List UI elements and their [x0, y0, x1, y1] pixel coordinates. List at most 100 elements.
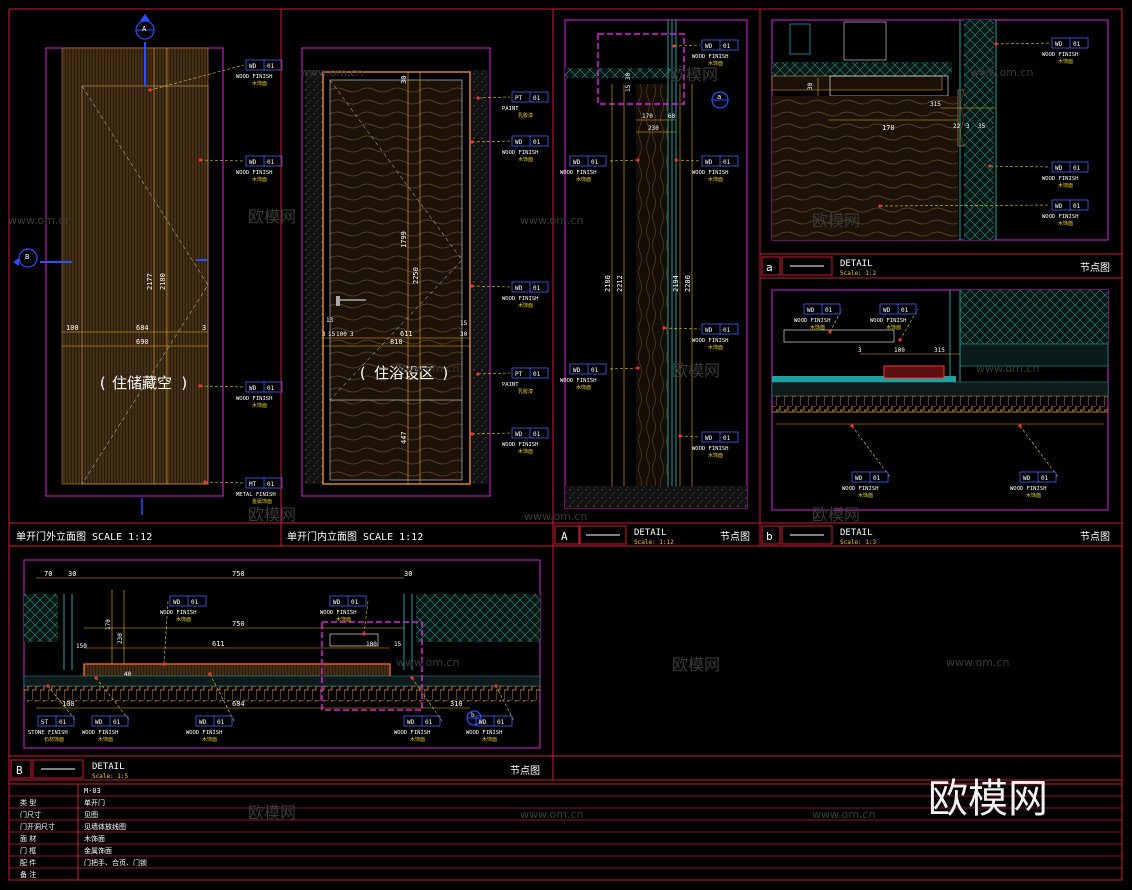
tag-code: WD	[479, 719, 487, 726]
tag-number: 01	[267, 63, 275, 70]
tag-leader-line	[163, 600, 169, 665]
tag-leader-dot-icon	[878, 204, 882, 208]
tag-finish-text: PAINT	[502, 382, 519, 388]
tag-leader-dot-icon	[988, 164, 992, 168]
watermark-url-10: www.om.cn	[520, 808, 583, 821]
detA-dim-170: 170	[642, 113, 653, 120]
tag-finish-cn: 木饰面	[252, 176, 267, 183]
tag-finish-cn: 木饰面	[410, 736, 425, 743]
section-marker-b-icon: B	[13, 248, 208, 268]
deta-dim-30: 30	[807, 82, 814, 90]
tag-leader-line	[363, 600, 369, 635]
tag-leader-line	[989, 165, 1051, 168]
tag-leader-line	[899, 308, 919, 341]
section-marker-b-label: B	[25, 253, 29, 261]
detail-a-scale: Scale: 1:2	[840, 270, 877, 277]
ext-dim-w-left: 100	[66, 324, 79, 332]
detail-B-panel: 70 30 750 30 170 230 750 611 100 15 150 …	[23, 559, 541, 749]
tag-finish-text: WOOD FINISH	[502, 296, 538, 302]
tag-leader-line	[204, 481, 245, 484]
tag-finish-text: WOOD FINISH	[82, 730, 118, 736]
tag-code: ST	[41, 719, 49, 726]
tag-finish-text: WOOD FINISH	[394, 730, 430, 736]
tag-leader-line	[663, 327, 701, 330]
deta-dim-315: 315	[930, 101, 941, 108]
int-dim-w-mid: 611	[400, 330, 413, 338]
detail-ref-a-icon: a	[711, 91, 729, 109]
tag-number: 01	[591, 367, 599, 374]
int-dim-w-left: 3	[322, 331, 326, 338]
tag-code: MT	[249, 481, 257, 488]
tag-number: 01	[267, 385, 275, 392]
deta-dim-35: 35	[978, 123, 986, 130]
tag-number: 01	[723, 435, 731, 442]
section-marker-a-icon: A	[135, 14, 155, 86]
detail-B-title: DETAIL	[92, 762, 125, 772]
tag-number: 01	[59, 719, 67, 726]
tag-finish-cn: 木饰面	[858, 492, 873, 499]
spec-row-value: 见墙体放线图	[84, 822, 126, 831]
tag-leader-line	[495, 685, 515, 722]
spec-table: 类 型单开门门尺寸见图门开洞尺寸见墙体放线图面 材木饰面门 框金属饰面配 件门把…	[20, 798, 147, 879]
detail-B-title-block: B DETAIL Scale: 1:5 节点图	[10, 759, 540, 780]
tag-finish-text: WOOD FINISH	[794, 318, 830, 324]
spec-row-value: 单开门	[84, 798, 105, 807]
tag-leader-line	[209, 673, 235, 722]
int-dim-top: 30	[400, 76, 408, 84]
detail-A-letter: A	[561, 530, 568, 543]
detB-dim-750b: 750	[232, 620, 245, 628]
ext-dim-h1: 2177	[146, 273, 154, 290]
tag-finish-text: WOOD FINISH	[186, 730, 222, 736]
detB-dim-30b: 30	[404, 570, 412, 578]
tag-leader-line	[471, 432, 511, 435]
tag-leader-dot-icon	[494, 684, 498, 688]
tag-finish-cn: 木饰面	[518, 156, 533, 163]
detail-a-cn-title: 节点图	[1080, 262, 1110, 274]
tag-finish-text: WOOD FINISH	[1010, 486, 1046, 492]
detail-b-title-block: b DETAIL Scale: 1:3 节点图	[761, 525, 1110, 546]
detail-A-title: DETAIL	[634, 528, 667, 538]
tag-finish-cn: 木饰面	[252, 402, 267, 409]
deta-dim-3: 3	[966, 123, 970, 130]
tag-code: WD	[807, 307, 815, 314]
spec-row-label: 备 注	[20, 870, 36, 879]
tag-finish-cn: 木饰面	[518, 302, 533, 309]
detail-a-title: DETAIL	[840, 259, 873, 269]
watermark-brand-2: 欧模网	[248, 207, 296, 226]
tag-finish-text: WOOD FINISH	[692, 338, 728, 344]
detail-A-panel: 15 30 170 60 230 2180 2212 2194 2200 a	[564, 19, 748, 509]
tag-finish-cn: 木饰面	[336, 616, 351, 623]
tag-leader-dot-icon	[898, 338, 902, 342]
tag-code: WD	[249, 385, 257, 392]
detail-a-letter: a	[766, 261, 773, 274]
tag-finish-text: METAL FINISH	[236, 492, 276, 498]
tag-number: 01	[351, 599, 359, 606]
detA-dim-15: 15	[625, 84, 632, 92]
tag-finish-text: STONE FINISH	[28, 730, 68, 736]
tag-leader-line	[199, 385, 245, 388]
ext-dim-h2: 2180	[159, 273, 167, 290]
tag-finish-text: PAINT	[502, 106, 519, 112]
tag-number: 01	[1073, 203, 1081, 210]
tag-leader-dot-icon	[1018, 424, 1022, 428]
tag-finish-text: WOOD FINISH	[502, 442, 538, 448]
tag-number: 01	[113, 719, 121, 726]
tag-code: WD	[407, 719, 415, 726]
tag-leader-dot-icon	[470, 140, 474, 144]
detail-b-title: DETAIL	[840, 528, 873, 538]
tag-leader-line	[607, 367, 639, 370]
tag-finish-cn: 乳胶漆	[518, 112, 533, 119]
tag-number: 01	[533, 285, 541, 292]
tag-number: 01	[267, 481, 275, 488]
int-zone-paren-r: )	[441, 364, 450, 382]
